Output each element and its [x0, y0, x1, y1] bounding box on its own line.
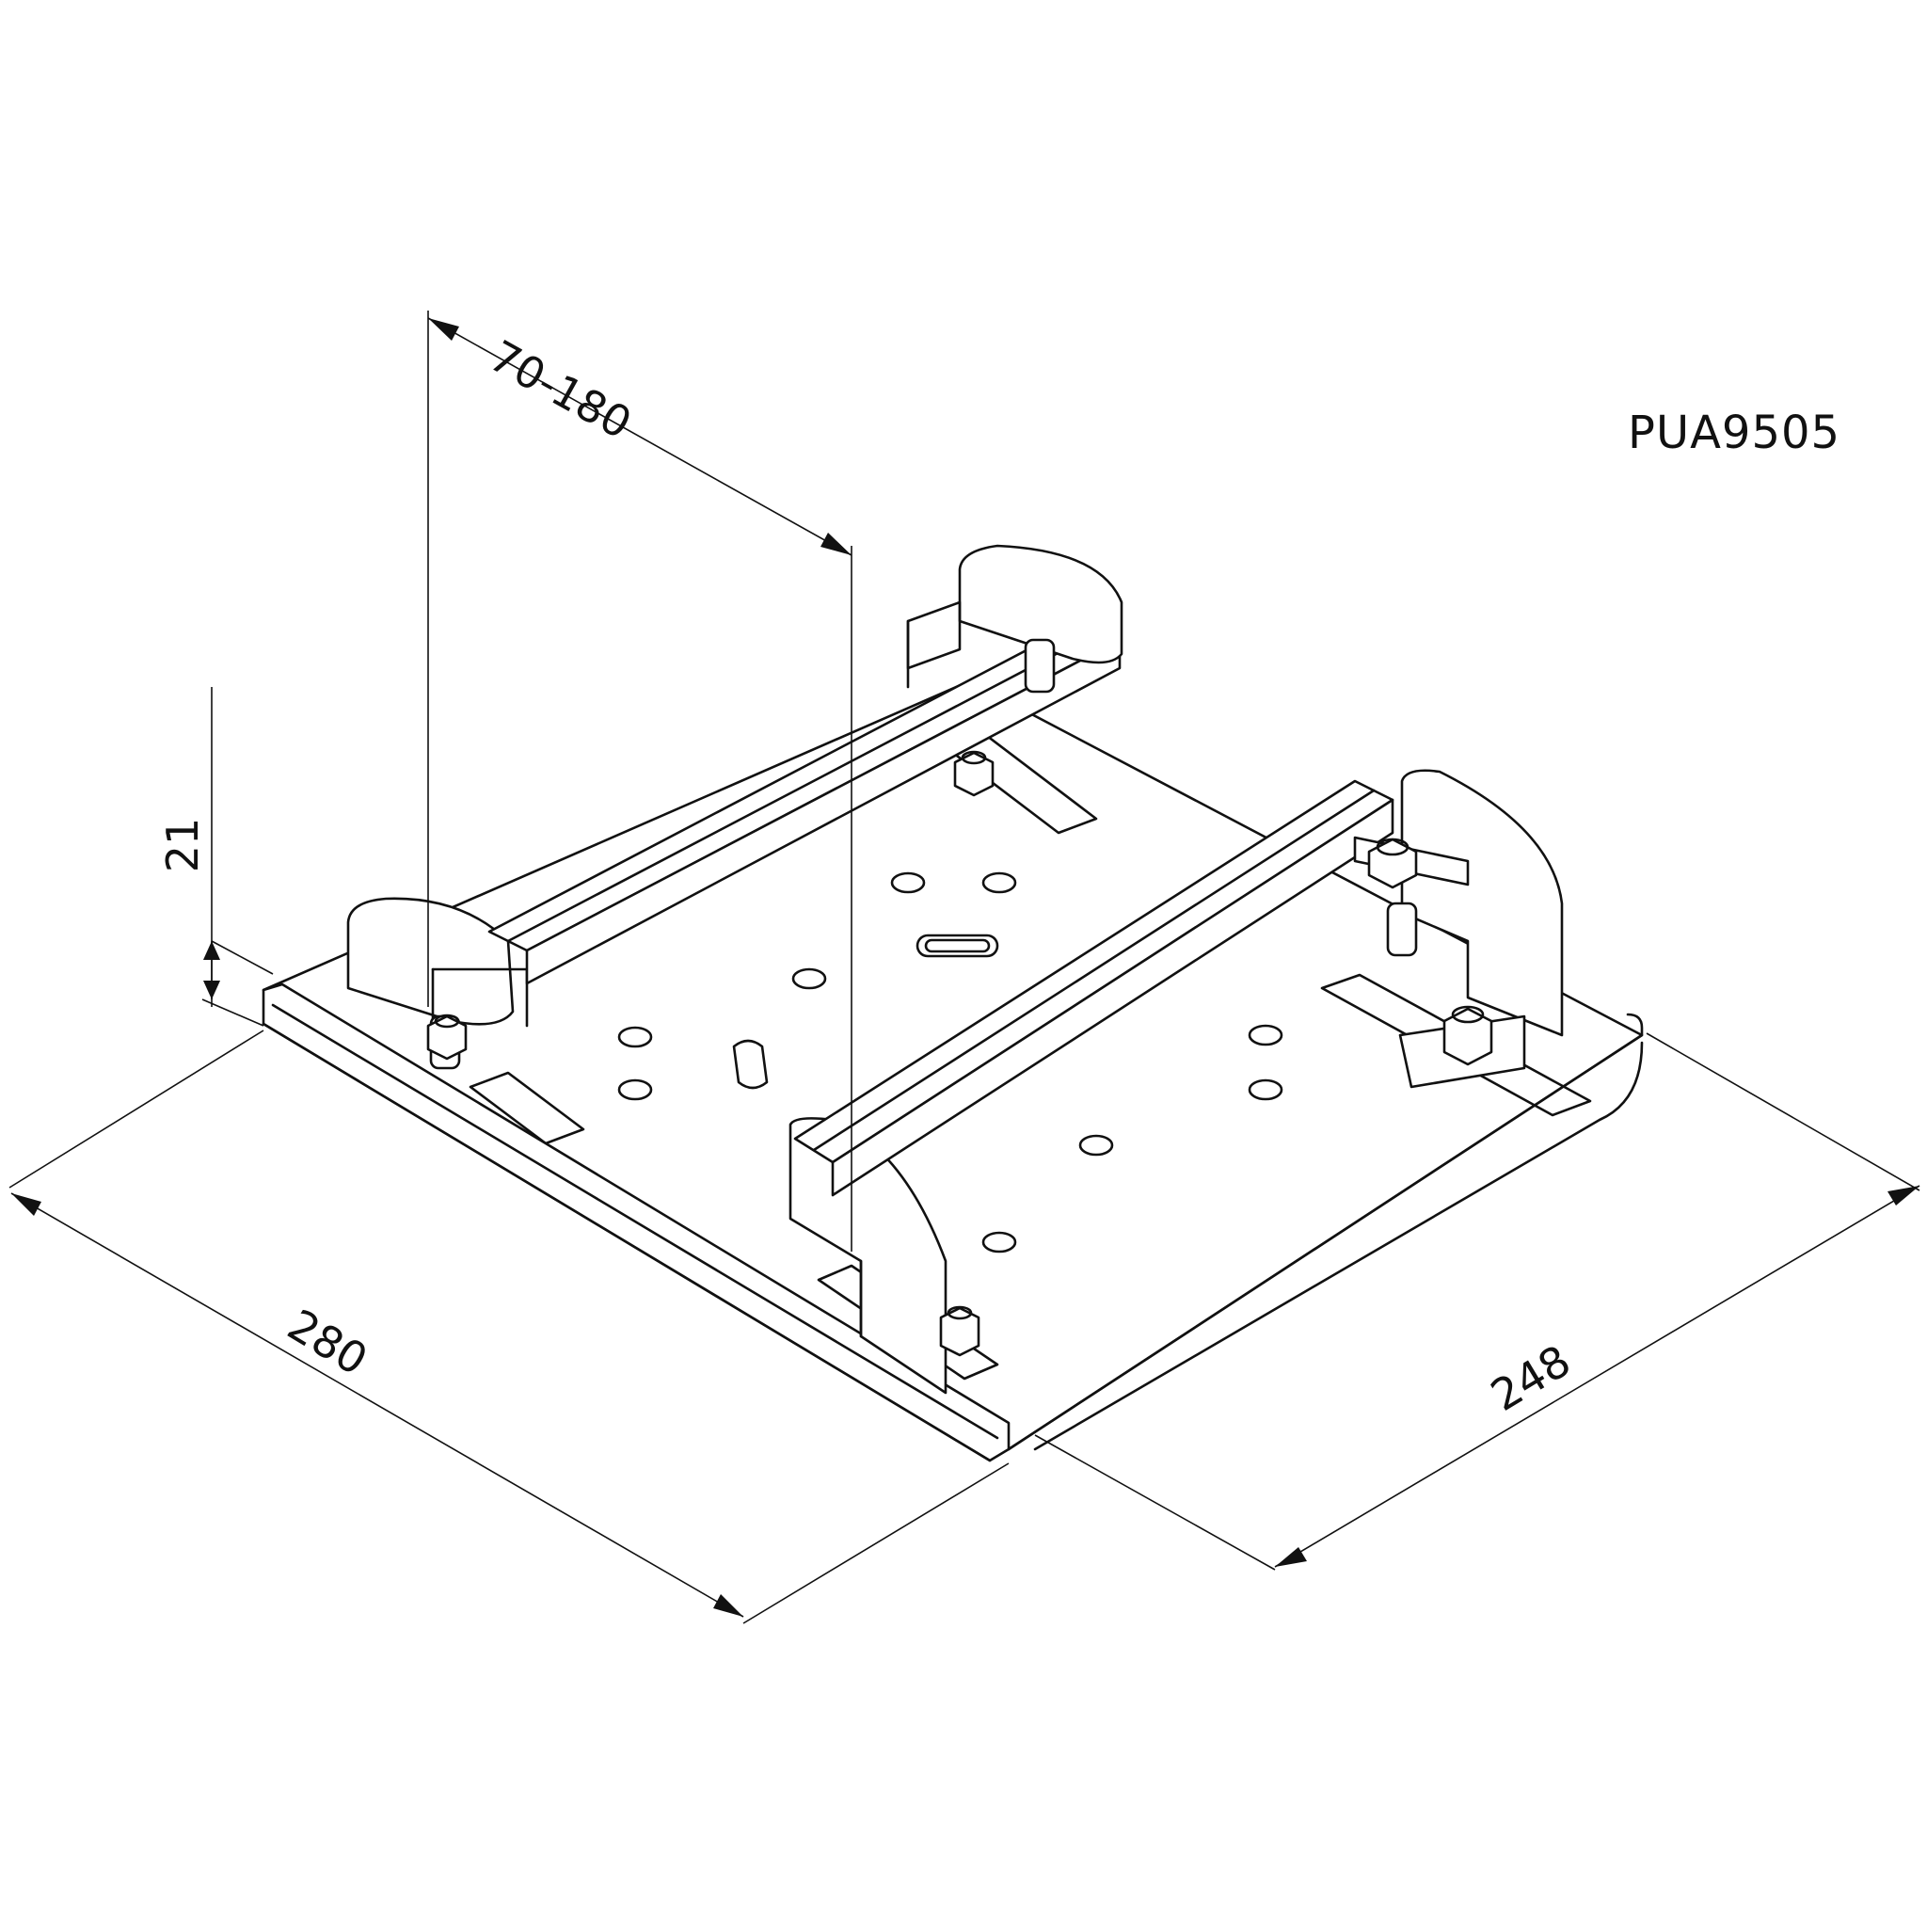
nut-front-right: [939, 1305, 980, 1357]
dimension-span-label: 70-180: [481, 330, 640, 449]
nut-back-left: [953, 750, 995, 797]
front-rail: [262, 982, 1011, 1462]
back-left-bracket: [906, 544, 1123, 694]
mounting-holes: [617, 871, 1283, 1253]
part-code: PUA9505: [1628, 407, 1841, 459]
dimension-depth-label: 248: [1482, 1335, 1579, 1422]
right-bracket: [788, 779, 1394, 1395]
nut-back-right-top: [1367, 838, 1418, 889]
dimension-height-label: 21: [157, 818, 208, 873]
dimension-width-label: 280: [279, 1300, 376, 1386]
nut-front-left: [426, 1014, 468, 1061]
left-bracket: [346, 619, 1122, 1070]
fasteners: [426, 750, 1526, 1357]
dimension-height: 21: [157, 687, 274, 1027]
nut-right: [1398, 1005, 1526, 1089]
